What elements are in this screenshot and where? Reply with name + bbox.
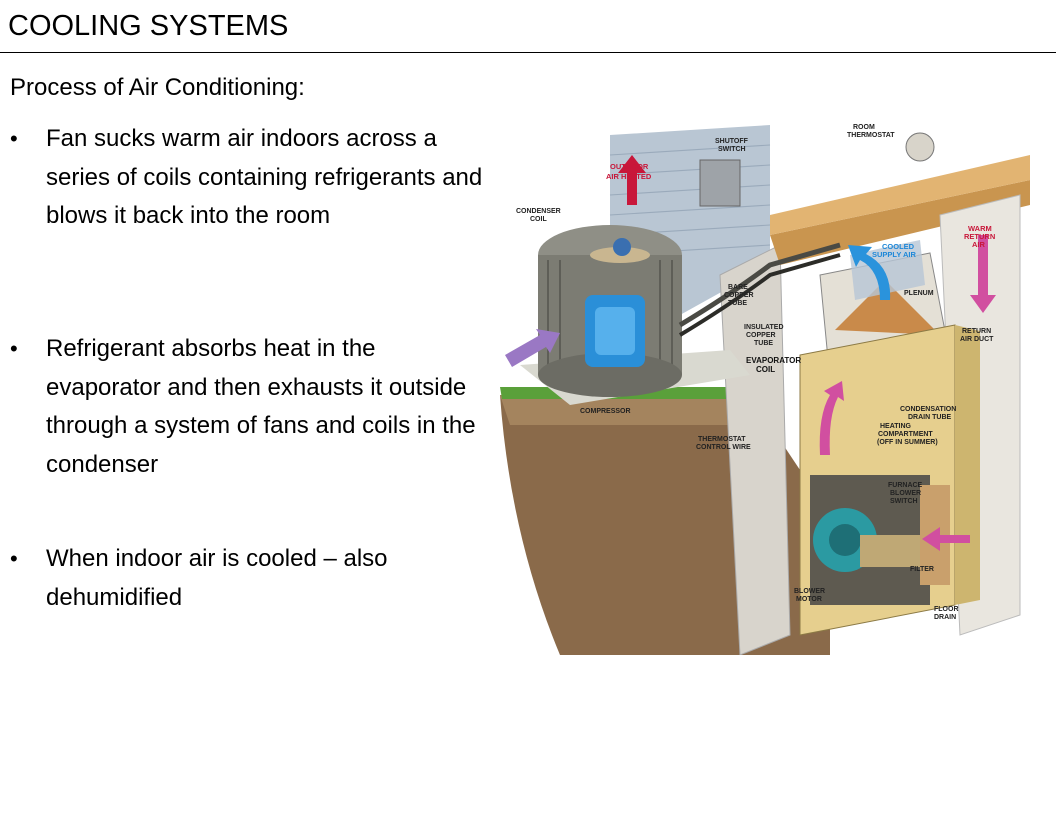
label-condenser-line1: CONDENSER <box>516 208 561 215</box>
label-evaporator-line2: COIL <box>756 365 775 374</box>
label-blower-motor-line2: MOTOR <box>796 596 822 603</box>
condenser-unit <box>520 225 750 405</box>
label-outdoor-air-line2: AIR HEATED <box>606 172 652 181</box>
bullet-text: When indoor air is cooled – also dehumid… <box>46 545 388 611</box>
label-filter: FILTER <box>910 566 934 573</box>
label-warm-return-line3: AIR <box>972 240 986 249</box>
label-furnace-switch-line1: FURNACE <box>888 482 923 489</box>
label-bare-copper-line3: TUBE <box>728 300 747 307</box>
label-thermostat-wire-line1: THERMOSTAT <box>698 436 746 443</box>
label-floor-drain-line2: DRAIN <box>934 614 956 621</box>
label-shutoff-line2: SWITCH <box>718 146 746 153</box>
label-compressor: COMPRESSOR <box>580 408 631 415</box>
bullet-text: Fan sucks warm air indoors across a seri… <box>46 125 483 229</box>
label-heating-line1: HEATING <box>880 423 912 430</box>
label-warm-return-line2: RETURN <box>964 232 995 241</box>
label-condensation-line1: CONDENSATION <box>900 406 956 413</box>
filter-return-arrow <box>922 527 970 551</box>
floor-joists <box>770 180 1030 265</box>
intake-arrow <box>505 329 560 367</box>
label-blower-motor-line1: BLOWER <box>794 588 825 595</box>
section-subtitle: Process of Air Conditioning: <box>10 74 305 101</box>
label-cooled-supply-line1: COOLED <box>882 242 915 251</box>
label-evaporator-line1: EVAPORATOR <box>746 356 801 365</box>
label-bare-copper-line1: BARE <box>728 284 748 291</box>
air-conditioning-illustration: OUTDOOR AIR HEATED SHUTOFF SWITCH ROOM T… <box>500 124 1030 655</box>
label-furnace-switch-line3: SWITCH <box>890 498 918 505</box>
label-condensation-line2: DRAIN TUBE <box>908 414 951 421</box>
label-return-duct-line1: RETURN <box>962 328 991 335</box>
label-plenum: PLENUM <box>904 290 934 297</box>
label-thermostat-wire-line2: CONTROL WIRE <box>696 444 751 451</box>
label-room-thermostat-line1: ROOM <box>853 124 875 131</box>
label-floor-drain-line1: FLOOR <box>934 606 959 613</box>
label-insulated-copper-line2: COPPER <box>746 332 776 339</box>
warm-return-arrow <box>970 235 996 313</box>
slide-title: COOLING SYSTEMS <box>8 10 289 42</box>
cool-supply-arrow <box>848 245 891 300</box>
label-warm-return-line1: WARM <box>968 224 992 233</box>
bullet-marker: • <box>10 546 18 571</box>
label-room-thermostat-line2: THERMOSTAT <box>847 132 895 139</box>
foundation-wall <box>719 244 791 655</box>
shutoff-switch-box <box>699 159 741 207</box>
label-insulated-copper-line1: INSULATED <box>744 324 784 331</box>
bullet-marker: • <box>10 336 18 361</box>
label-furnace-switch-line2: BLOWER <box>890 490 921 497</box>
label-shutoff-line1: SHUTOFF <box>715 138 749 145</box>
furnace-unit <box>799 324 980 636</box>
bullet-text: Refrigerant absorbs heat in the evaporat… <box>46 335 476 478</box>
label-heating-line2: COMPARTMENT <box>878 431 933 438</box>
room-thermostat-dial <box>905 132 935 162</box>
title-divider <box>0 52 1056 53</box>
label-condenser-line2: COIL <box>530 216 547 223</box>
bullet-marker: • <box>10 126 18 151</box>
furnace-airflow-arrow <box>819 381 844 455</box>
label-heating-line3: (OFF IN SUMMER) <box>877 439 938 446</box>
label-outdoor-air-line1: OUTDOOR <box>610 162 649 171</box>
label-insulated-copper-line3: TUBE <box>754 340 773 347</box>
label-cooled-supply-line2: SUPPLY AIR <box>872 250 916 259</box>
label-return-duct-line2: AIR DUCT <box>960 336 994 343</box>
hot-air-arrow <box>618 155 646 205</box>
copper-tube <box>678 242 841 328</box>
label-bare-copper-line2: COPPER <box>724 292 754 299</box>
